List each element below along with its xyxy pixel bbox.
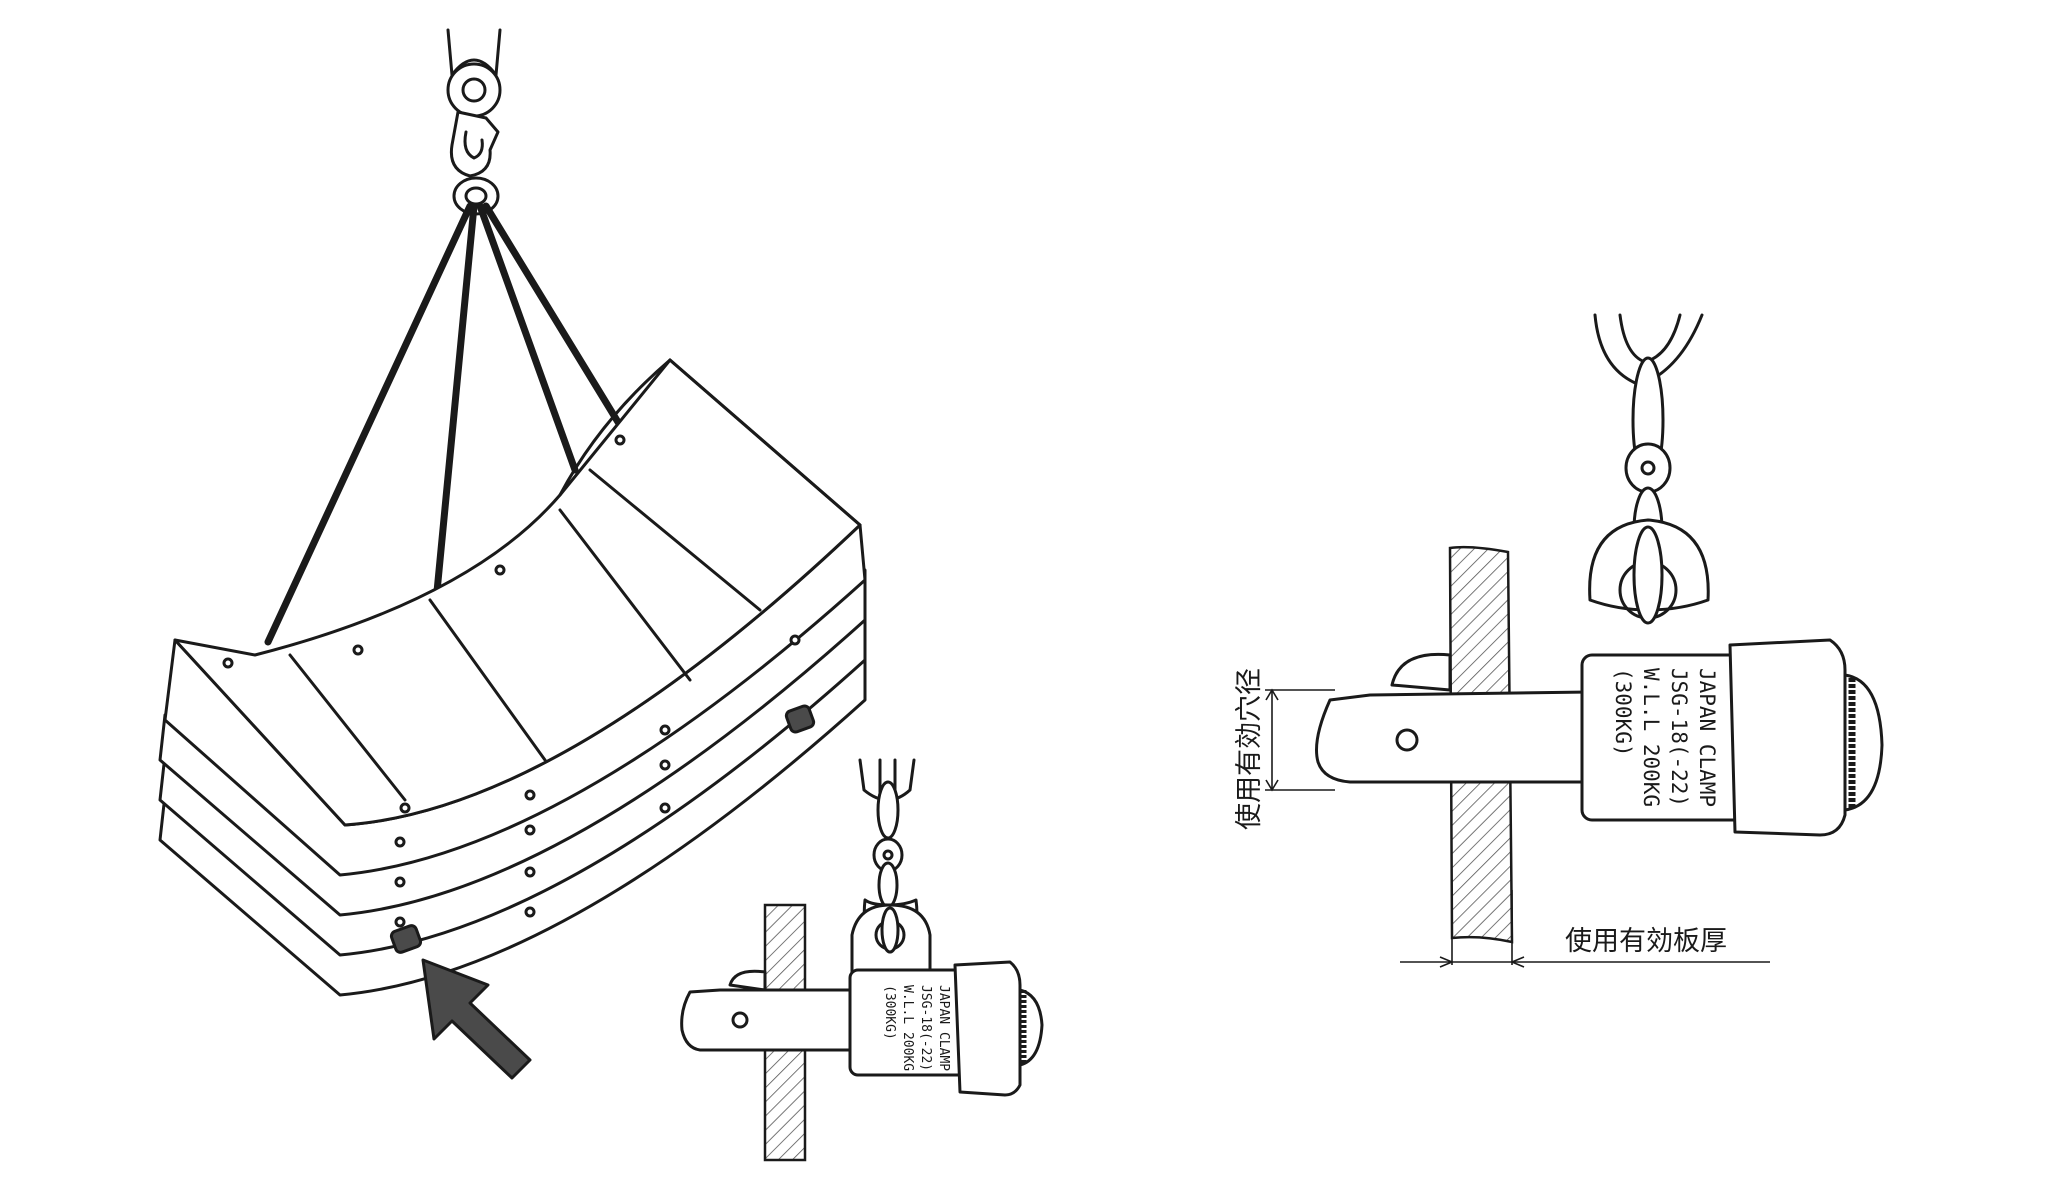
clamp-detail-small: JAPAN CLAMP JSG-18(-22) W.L.L 200KG (300…: [680, 758, 1044, 1162]
curved-form-stack: [158, 358, 867, 997]
clamp-large-model: JSG-18(-22): [1667, 668, 1691, 807]
plate-thickness-label: 使用有効板厚: [1565, 926, 1727, 957]
clamp-detail-large: JAPAN CLAMP JSG-18(-22) W.L.L 200KG (300…: [1234, 313, 1884, 968]
clamp-large-wll: W.L.L 200KG: [1639, 668, 1663, 807]
clamp-small-wll: W.L.L 200KG: [900, 985, 915, 1071]
clamp-small-model: JSG-18(-22): [918, 985, 933, 1071]
clamp-large-proof: (300KG): [1611, 668, 1635, 757]
hole-diameter-label: 使用有効穴径: [1234, 668, 1265, 830]
clamp-small-brand: JAPAN CLAMP: [936, 985, 951, 1071]
crane-hook-assembly: [446, 28, 502, 216]
pointer-arrow: [421, 958, 532, 1080]
clamp-small-proof: (300KG): [882, 985, 897, 1040]
clamp-large-brand: JAPAN CLAMP: [1695, 668, 1719, 807]
